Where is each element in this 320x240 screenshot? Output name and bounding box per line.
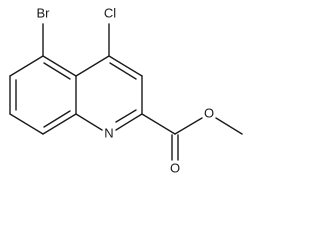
bond-oester-methyl xyxy=(215,117,243,135)
bond-c2-n xyxy=(115,113,143,131)
bond-c2-n-inner xyxy=(115,109,137,123)
bond-c8-c8a xyxy=(42,113,77,135)
bond-c4a-c5 xyxy=(42,55,77,77)
carbonyl-oxygen-label: O xyxy=(170,160,180,175)
bond-c5-c6 xyxy=(9,55,44,77)
bond-ccarbonyl-oester xyxy=(174,117,203,135)
bromine-label: Br xyxy=(37,5,51,20)
bond-n-c8a xyxy=(75,113,103,131)
nitrogen-label: N xyxy=(104,125,113,140)
bond-c4-c3 xyxy=(108,55,143,77)
structure-diagram: Br Cl N O O xyxy=(9,5,243,175)
bond-c4-c3-inner xyxy=(109,62,137,80)
chlorine-label: Cl xyxy=(104,5,116,20)
bond-c7-c8 xyxy=(9,113,44,135)
ester-oxygen-label: O xyxy=(204,105,214,120)
bond-c4a-c5-inner xyxy=(43,62,71,80)
bond-c4a-c4 xyxy=(75,55,110,77)
bond-c8-c8a-inner xyxy=(43,110,71,128)
bond-c2-ccarbonyl xyxy=(141,113,176,135)
